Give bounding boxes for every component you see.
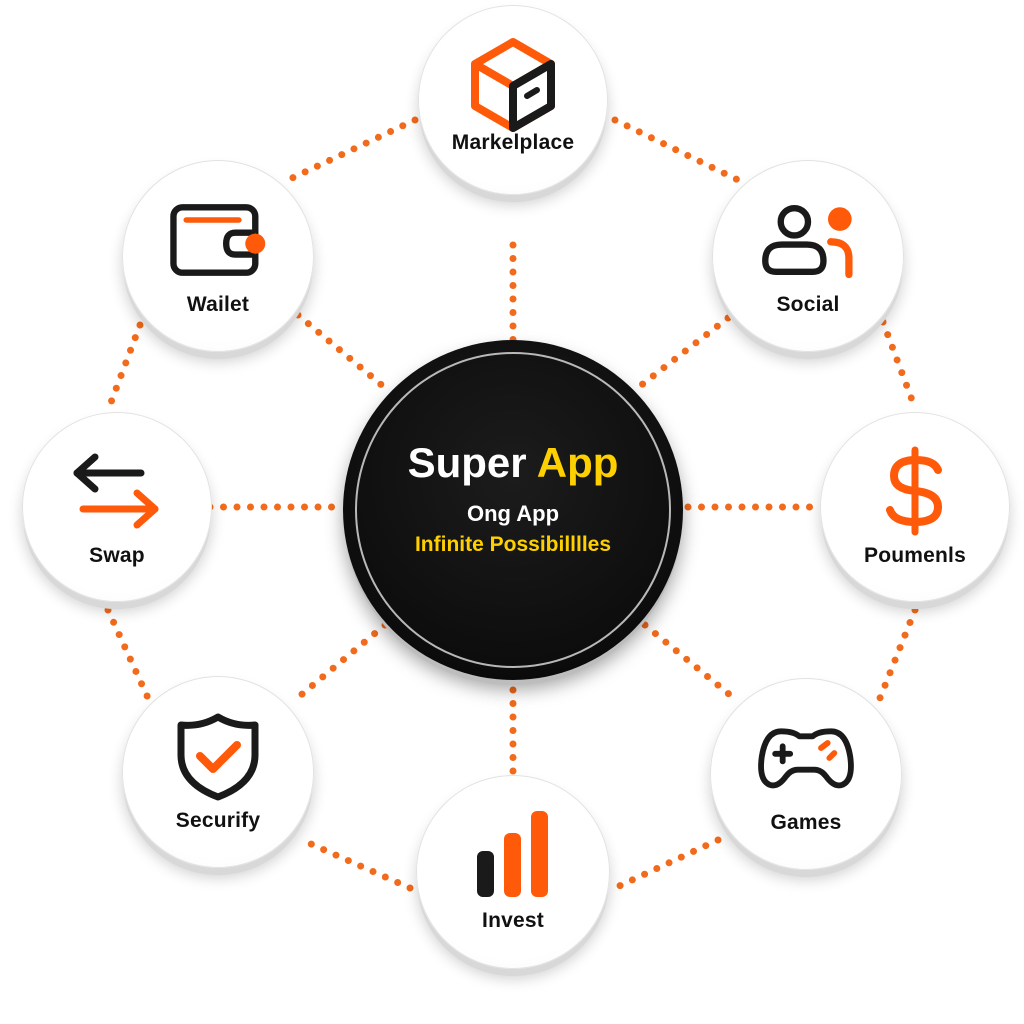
node-label: Swap (89, 544, 145, 567)
shield-check-icon (168, 711, 268, 801)
node-marketplace[interactable]: Markelplace (418, 5, 608, 195)
super-app-hub[interactable]: Super App Ong App Infinite Possibilllles (343, 340, 683, 680)
node-label: Poumenls (864, 544, 966, 567)
swap-arrows-icon (67, 446, 167, 536)
gamepad-icon (756, 713, 856, 803)
node-label: Social (776, 293, 840, 316)
node-wallet[interactable]: Wailet (122, 160, 314, 352)
node-security[interactable]: Securify (122, 676, 314, 868)
hub-inner-ring (355, 352, 671, 668)
users-icon (758, 195, 858, 285)
node-payments[interactable]: Poumenls (820, 412, 1010, 602)
node-swap[interactable]: Swap (22, 412, 212, 602)
node-label: Wailet (186, 293, 250, 316)
wallet-icon (168, 195, 268, 285)
node-games[interactable]: Games (710, 678, 902, 870)
node-label: Invest (482, 909, 544, 932)
node-label: Securify (175, 809, 261, 832)
box-icon (463, 38, 563, 132)
node-invest[interactable]: Invest (416, 775, 610, 969)
dollar-icon (865, 446, 965, 536)
node-social[interactable]: Social (712, 160, 904, 352)
bar-chart-icon (463, 811, 563, 901)
node-label: Games (770, 811, 842, 834)
node-label: Markelplace (451, 131, 575, 154)
